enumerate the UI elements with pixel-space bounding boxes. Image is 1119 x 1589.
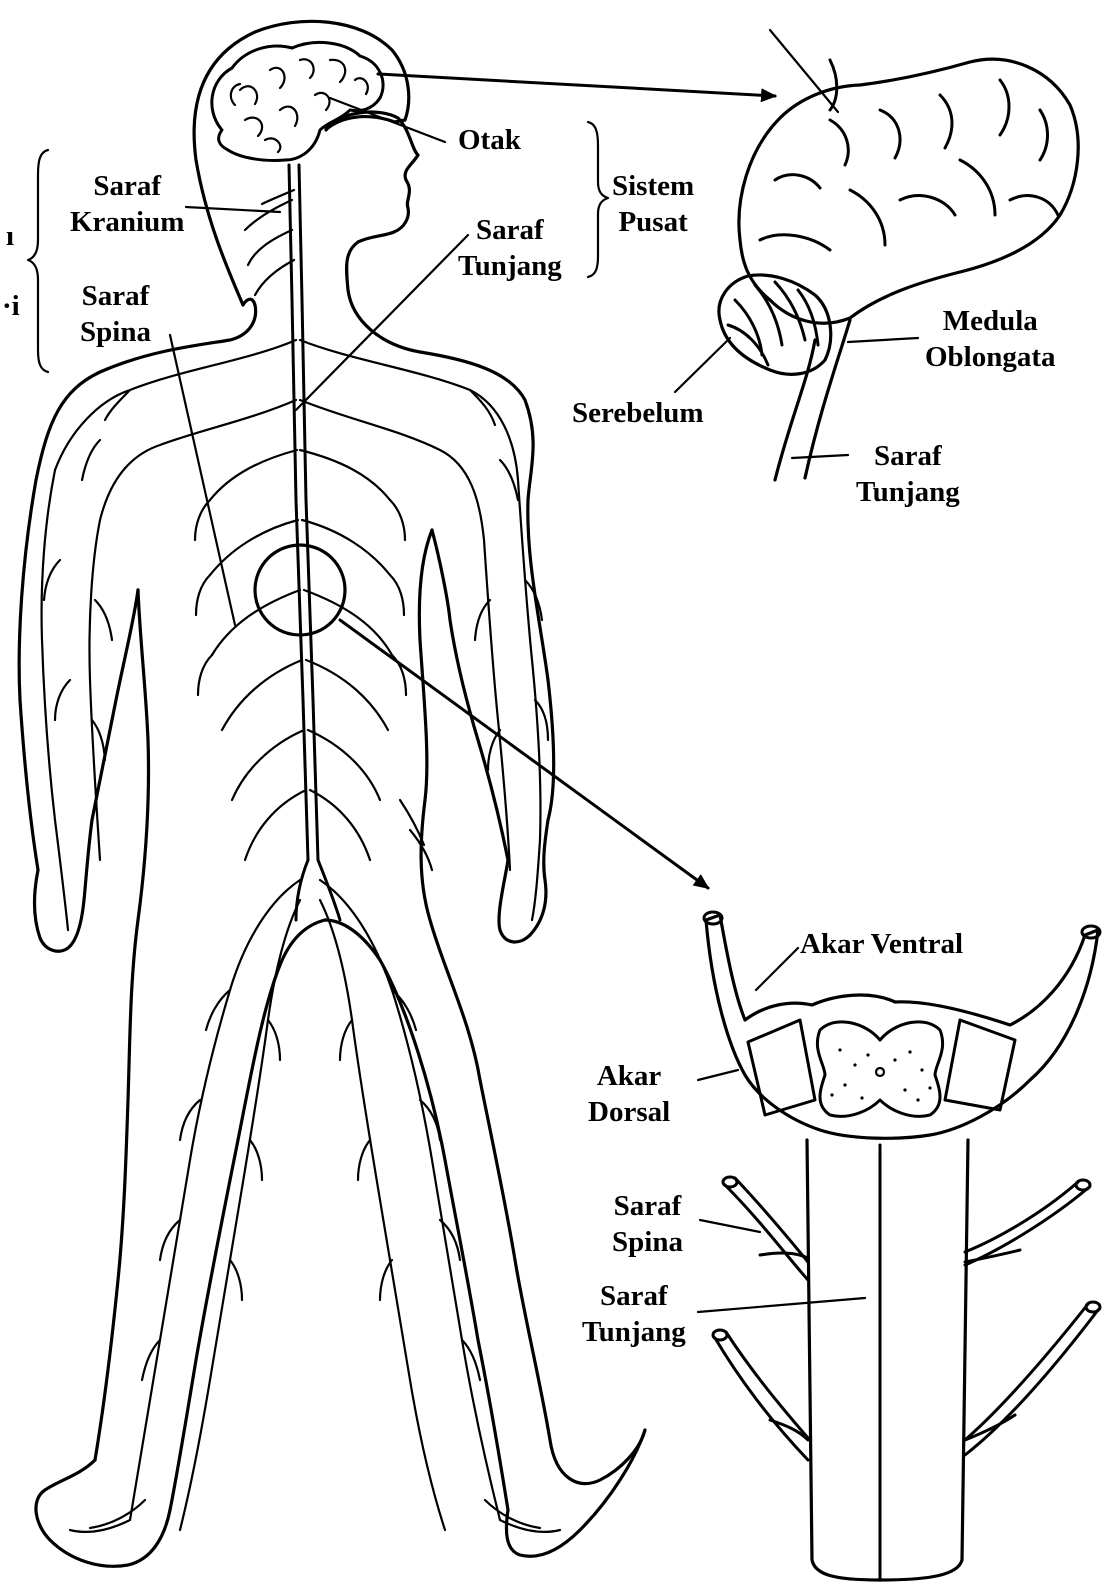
enlarged-spinal-cord: [704, 912, 1100, 1580]
brain-in-head: [212, 42, 383, 160]
label-serebelum: Serebelum: [572, 395, 704, 431]
label-medula-oblongata: Medula Oblongata: [925, 303, 1056, 375]
enlarged-brain: [719, 59, 1078, 480]
label-saraf-kranium: Saraf Kranium: [70, 168, 184, 240]
brain-zoom-arrow: [378, 74, 775, 96]
label-sistem-pusat: Sistem Pusat: [612, 168, 694, 240]
label-akar-dorsal: Akar Dorsal: [588, 1058, 670, 1130]
label-saraf-tunjang-cord: Saraf Tunjang: [582, 1278, 686, 1350]
brain-leader-lines: [675, 30, 918, 458]
label-saraf-spina-cord: Saraf Spina: [612, 1188, 683, 1260]
label-saraf-tunjang-brain: Saraf Tunjang: [856, 438, 960, 510]
label-otak: Otak: [458, 122, 521, 158]
left-brackets: [28, 150, 48, 372]
cord-leader-lines: [698, 948, 865, 1312]
label-saraf-tunjang-body: Saraf Tunjang: [458, 212, 562, 284]
sistem-pusat-bracket: [588, 122, 608, 277]
left-edge-mark-bottom: ·i: [2, 288, 20, 324]
label-akar-ventral: Akar Ventral: [800, 926, 963, 962]
label-saraf-spina-body: Saraf Spina: [80, 278, 151, 350]
leader-lines: [170, 98, 468, 625]
cord-zoom-arrow: [340, 620, 708, 888]
peripheral-nerves: [42, 190, 560, 1532]
spinal-cord-body: [289, 165, 340, 920]
left-edge-mark-top: ı: [6, 218, 14, 254]
